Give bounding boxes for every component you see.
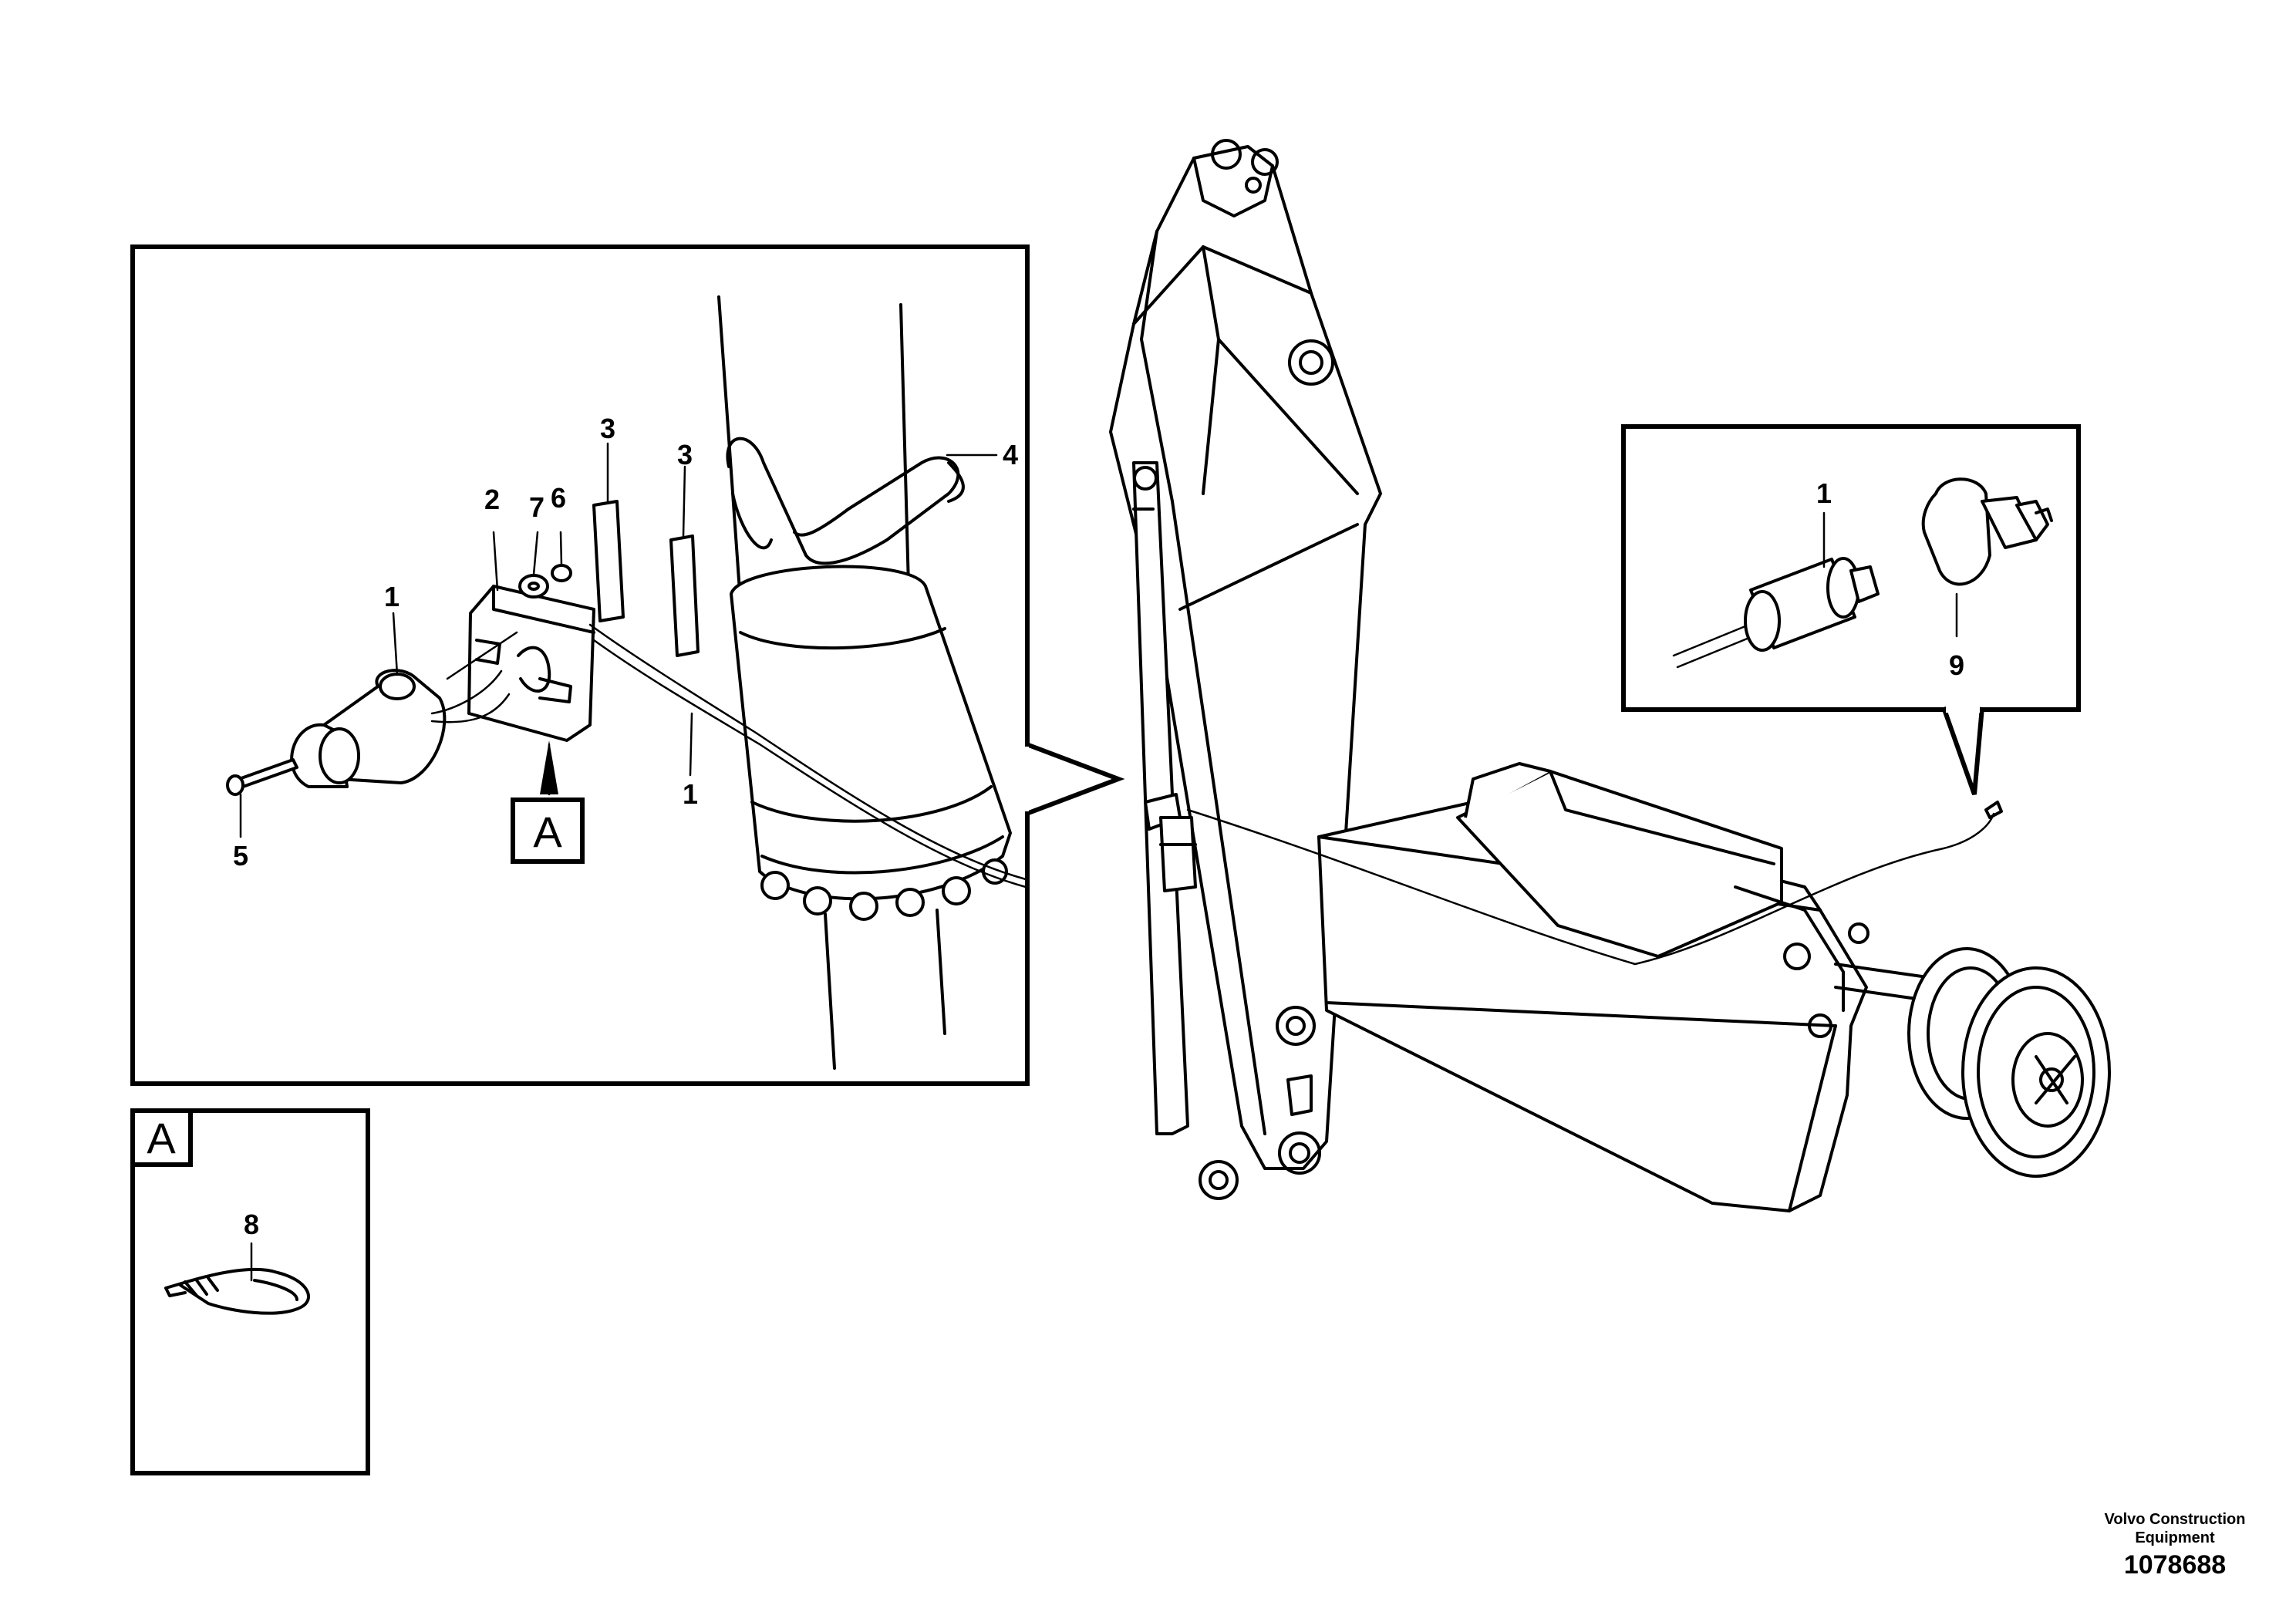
strip-part-3-left [592, 500, 625, 622]
callout-7: 7 [529, 491, 544, 523]
strip-part-3-right [669, 534, 700, 657]
callout-1: 1 [1816, 477, 1832, 509]
excavator-arm-illustration [1109, 139, 1382, 1200]
callout-5: 5 [233, 840, 248, 872]
callout-8: 8 [244, 1209, 259, 1240]
callout-1: 1 [384, 581, 400, 612]
main-detail-view: A 1 1 2 3 3 4 5 6 7 [130, 244, 1125, 1086]
connector-plug-part-1 [1672, 557, 1880, 669]
callout-3: 3 [600, 413, 615, 444]
drawing-number: 1078688 [2123, 1550, 2227, 1580]
washer-part-7 [518, 574, 549, 599]
view-reference-marker-label: A [533, 808, 562, 856]
breaker-attachment-illustration [1317, 762, 2111, 1212]
company-name-line2: Equipment [2135, 1529, 2215, 1546]
connector-socket-part-9 [1921, 477, 2053, 586]
view-reference-marker [511, 798, 585, 864]
wire-loop-part-4 [726, 437, 960, 565]
connector-part-1 [290, 669, 447, 788]
callout-3: 3 [677, 439, 693, 470]
connector-detail-view: 1 9 [1621, 424, 2081, 796]
callout-2: 2 [484, 484, 500, 515]
detail-a-view: A 8 [130, 1108, 370, 1475]
callout-1: 1 [683, 778, 698, 810]
main-detail-pointer [1025, 742, 1125, 816]
cable-route [1186, 808, 1995, 966]
bolt-ring [760, 858, 1008, 921]
company-name: Volvo Construction Equipment [2082, 1510, 2267, 1547]
callout-4: 4 [1003, 439, 1018, 470]
nut-part-6 [551, 564, 572, 582]
callout-6: 6 [551, 482, 566, 514]
callout-9: 9 [1949, 649, 1964, 681]
detail-a-title: A [147, 1114, 176, 1162]
cable-tie-part-8 [177, 1268, 310, 1315]
company-name-line1: Volvo Construction [2104, 1511, 2246, 1528]
bracket-part-2 [467, 585, 595, 742]
